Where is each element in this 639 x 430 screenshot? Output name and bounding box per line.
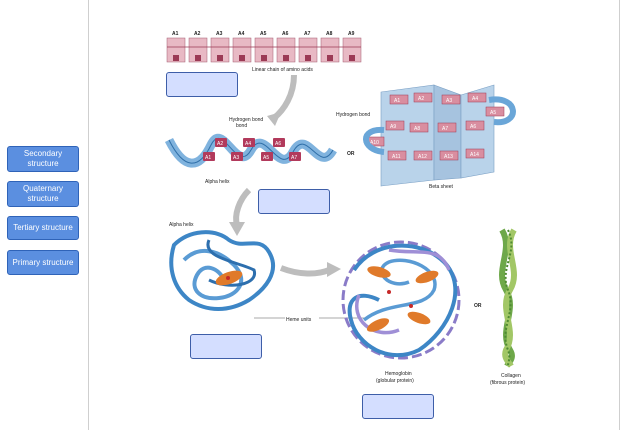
right-margin [620, 0, 639, 430]
sheet-residue: A11 [387, 150, 407, 161]
arrow-head [267, 112, 281, 126]
sheet-residue: A8 [409, 122, 429, 133]
hemoglobin-drawing [341, 240, 461, 360]
svg-text:A11: A11 [392, 154, 401, 160]
amino-acid-label: A8 [326, 31, 333, 37]
arrow-tertiary-to-quaternary [279, 265, 331, 277]
amino-acid-label: A5 [260, 31, 267, 37]
svg-text:A4: A4 [245, 141, 251, 147]
helix-residue: A7 [289, 152, 301, 161]
svg-text:A7: A7 [442, 126, 448, 132]
amino-acid-a6: A6 [276, 31, 296, 63]
sheet-residue: A2 [413, 92, 433, 103]
svg-text:bond: bond [236, 123, 247, 129]
svg-text:A3: A3 [233, 155, 239, 161]
svg-text:A10: A10 [370, 140, 379, 146]
drop-target-primary[interactable] [166, 72, 238, 97]
svg-text:A5: A5 [263, 155, 269, 161]
svg-text:A4: A4 [472, 96, 478, 102]
collagen-drawing [499, 228, 517, 368]
arrow-primary-to-secondary [272, 74, 297, 121]
sheet-residue: A13 [439, 150, 459, 161]
svg-text:A6: A6 [470, 124, 476, 130]
drop-target-secondary[interactable] [258, 189, 330, 214]
helix-residue: A6 [273, 138, 285, 147]
amino-acid-label: A3 [216, 31, 223, 37]
amino-acid-a1: A1 [166, 31, 186, 63]
alpha-helix-label-2: Alpha helix [169, 222, 194, 228]
arrow-secondary-to-tertiary [233, 187, 252, 226]
helix-residue: A3 [231, 152, 243, 161]
svg-text:A9: A9 [390, 124, 396, 130]
or-label-1: OR [347, 151, 355, 157]
helix-residue: A1 [203, 152, 215, 161]
helix-residue: A5 [261, 152, 273, 161]
label-bank: Secondary structure Quaternary structure… [0, 0, 89, 430]
helix-residue: A4 [243, 138, 255, 147]
collagen-caption: Collagen [501, 373, 521, 379]
drop-target-tertiary[interactable] [190, 334, 262, 359]
svg-text:A5: A5 [490, 110, 496, 116]
beta-sheet-caption: Beta sheet [429, 184, 454, 190]
linear-chain-caption: Linear chain of amino acids [252, 67, 313, 73]
amino-acid-label: A7 [304, 31, 311, 37]
sheet-residue: A5 [485, 106, 505, 117]
label-tertiary-structure[interactable]: Tertiary structure [7, 216, 79, 240]
label-quaternary-structure[interactable]: Quaternary structure [7, 181, 79, 207]
or-label-2: OR [474, 303, 482, 309]
drop-target-quaternary[interactable] [362, 394, 434, 419]
hydrogen-bond-label: Hydrogen bond [229, 117, 263, 123]
sheet-residue: A3 [441, 94, 461, 105]
svg-text:A3: A3 [446, 98, 452, 104]
sheet-residue: A14 [465, 148, 485, 159]
svg-text:A1: A1 [394, 98, 400, 104]
svg-text:A13: A13 [444, 154, 453, 160]
svg-text:A6: A6 [275, 141, 281, 147]
svg-text:A14: A14 [470, 152, 479, 158]
amino-acid-a9: A9 [342, 31, 362, 63]
svg-text:A8: A8 [414, 126, 420, 132]
sheet-residue: A4 [467, 92, 487, 103]
helix-residue: A2 [215, 138, 227, 147]
amino-acid-label: A9 [348, 31, 355, 37]
hemoglobin-caption-sub: (globular protein) [376, 378, 414, 384]
amino-acid-label: A6 [282, 31, 289, 37]
label-primary-structure[interactable]: Primary structure [7, 250, 79, 275]
amino-acid-label: A1 [172, 31, 179, 37]
sheet-residue: A6 [465, 120, 485, 131]
amino-acid-a2: A2 [188, 31, 208, 63]
sheet-residue: A12 [413, 150, 433, 161]
svg-text:A2: A2 [418, 96, 424, 102]
hemoglobin-caption: Hemoglobin [385, 371, 412, 377]
amino-acid-a7: A7 [298, 31, 318, 63]
amino-acid-a4: A4 [232, 31, 252, 63]
amino-acid-label: A4 [238, 31, 245, 37]
amino-acid-chain: A1 A2 A3 A4 A5 A6 A7 A8 A9 [166, 31, 362, 63]
tertiary-structure-drawing [169, 230, 276, 311]
collagen-caption-sub: (fibrous protein) [490, 380, 525, 386]
svg-text:A7: A7 [291, 155, 297, 161]
sheet-residue: A9 [385, 120, 405, 131]
label-secondary-structure[interactable]: Secondary structure [7, 146, 79, 172]
amino-acid-label: A2 [194, 31, 201, 37]
amino-acid-a8: A8 [320, 31, 340, 63]
sheet-residue: A7 [437, 122, 457, 133]
alpha-helix-caption: Alpha helix [205, 179, 230, 185]
amino-acid-a3: A3 [210, 31, 230, 63]
amino-acid-a5: A5 [254, 31, 274, 63]
sheet-residue: A1 [389, 94, 409, 105]
svg-text:A12: A12 [418, 154, 427, 160]
svg-text:A2: A2 [217, 141, 223, 147]
svg-text:A1: A1 [205, 155, 211, 161]
hydrogen-bond-label-2: Hydrogen bond [336, 112, 370, 118]
heme-units-label: Heme units [286, 317, 312, 323]
